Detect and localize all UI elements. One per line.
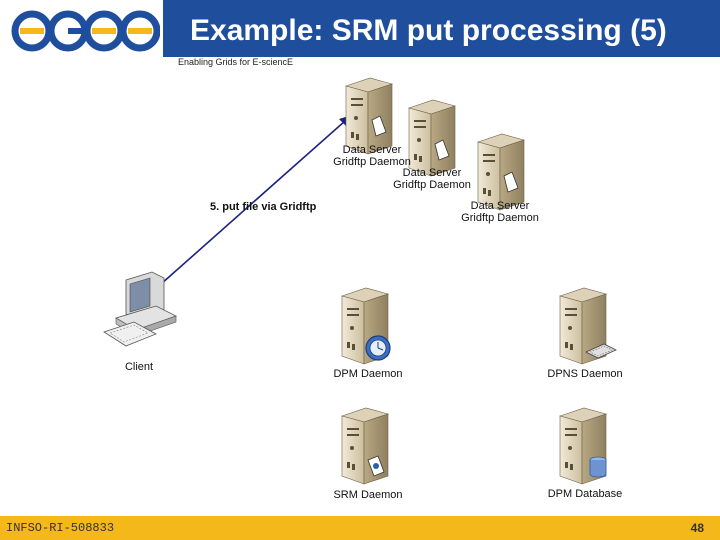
data-server-2-service: Gridftp Daemon — [393, 179, 471, 191]
diagram — [103, 77, 617, 485]
slide-header: Example: SRM put processing (5) Enabling… — [0, 0, 720, 67]
egee-logo — [11, 10, 160, 52]
data-server-2-name: Data Server — [402, 167, 462, 179]
dpm-database-server-icon — [559, 407, 607, 485]
dpns-daemon-server-icon — [559, 287, 617, 365]
dpns-daemon-label: DPNS Daemon — [547, 368, 623, 380]
title-bar — [163, 0, 720, 57]
dpm-daemon-server-icon — [341, 287, 391, 365]
dpm-database-label: DPM Database — [547, 488, 623, 500]
dpm-daemon-label: DPM Daemon — [333, 368, 403, 380]
data-server-1-name: Data Server — [342, 144, 402, 156]
tagline: Enabling Grids for E-sciencE — [178, 57, 294, 67]
arrow-label: 5. put file via Gridftp — [210, 201, 317, 213]
data-server-3-service: Gridftp Daemon — [461, 212, 539, 224]
srm-daemon-server-icon — [341, 407, 389, 485]
client-computer-icon — [103, 271, 178, 347]
data-server-1-label: Data Server Gridftp Daemon — [322, 144, 422, 168]
data-server-3-label: Data Server Gridftp Daemon — [450, 200, 550, 224]
data-server-1-icon — [345, 77, 393, 155]
page-number: 48 — [690, 521, 704, 535]
gridftp-arrow — [151, 120, 346, 293]
client-label: Client — [124, 361, 154, 373]
data-server-3-icon — [477, 133, 525, 211]
data-server-2-label: Data Server Gridftp Daemon — [382, 167, 482, 191]
data-server-2-icon — [408, 99, 456, 177]
slide-title: Example: SRM put processing (5) — [190, 14, 667, 47]
data-server-3-name: Data Server — [470, 200, 530, 212]
data-server-1-service: Gridftp Daemon — [333, 156, 411, 168]
srm-daemon-label: SRM Daemon — [333, 489, 403, 501]
project-id: INFSO-RI-508833 — [6, 521, 115, 535]
slide-footer: INFSO-RI-508833 48 — [0, 516, 720, 540]
